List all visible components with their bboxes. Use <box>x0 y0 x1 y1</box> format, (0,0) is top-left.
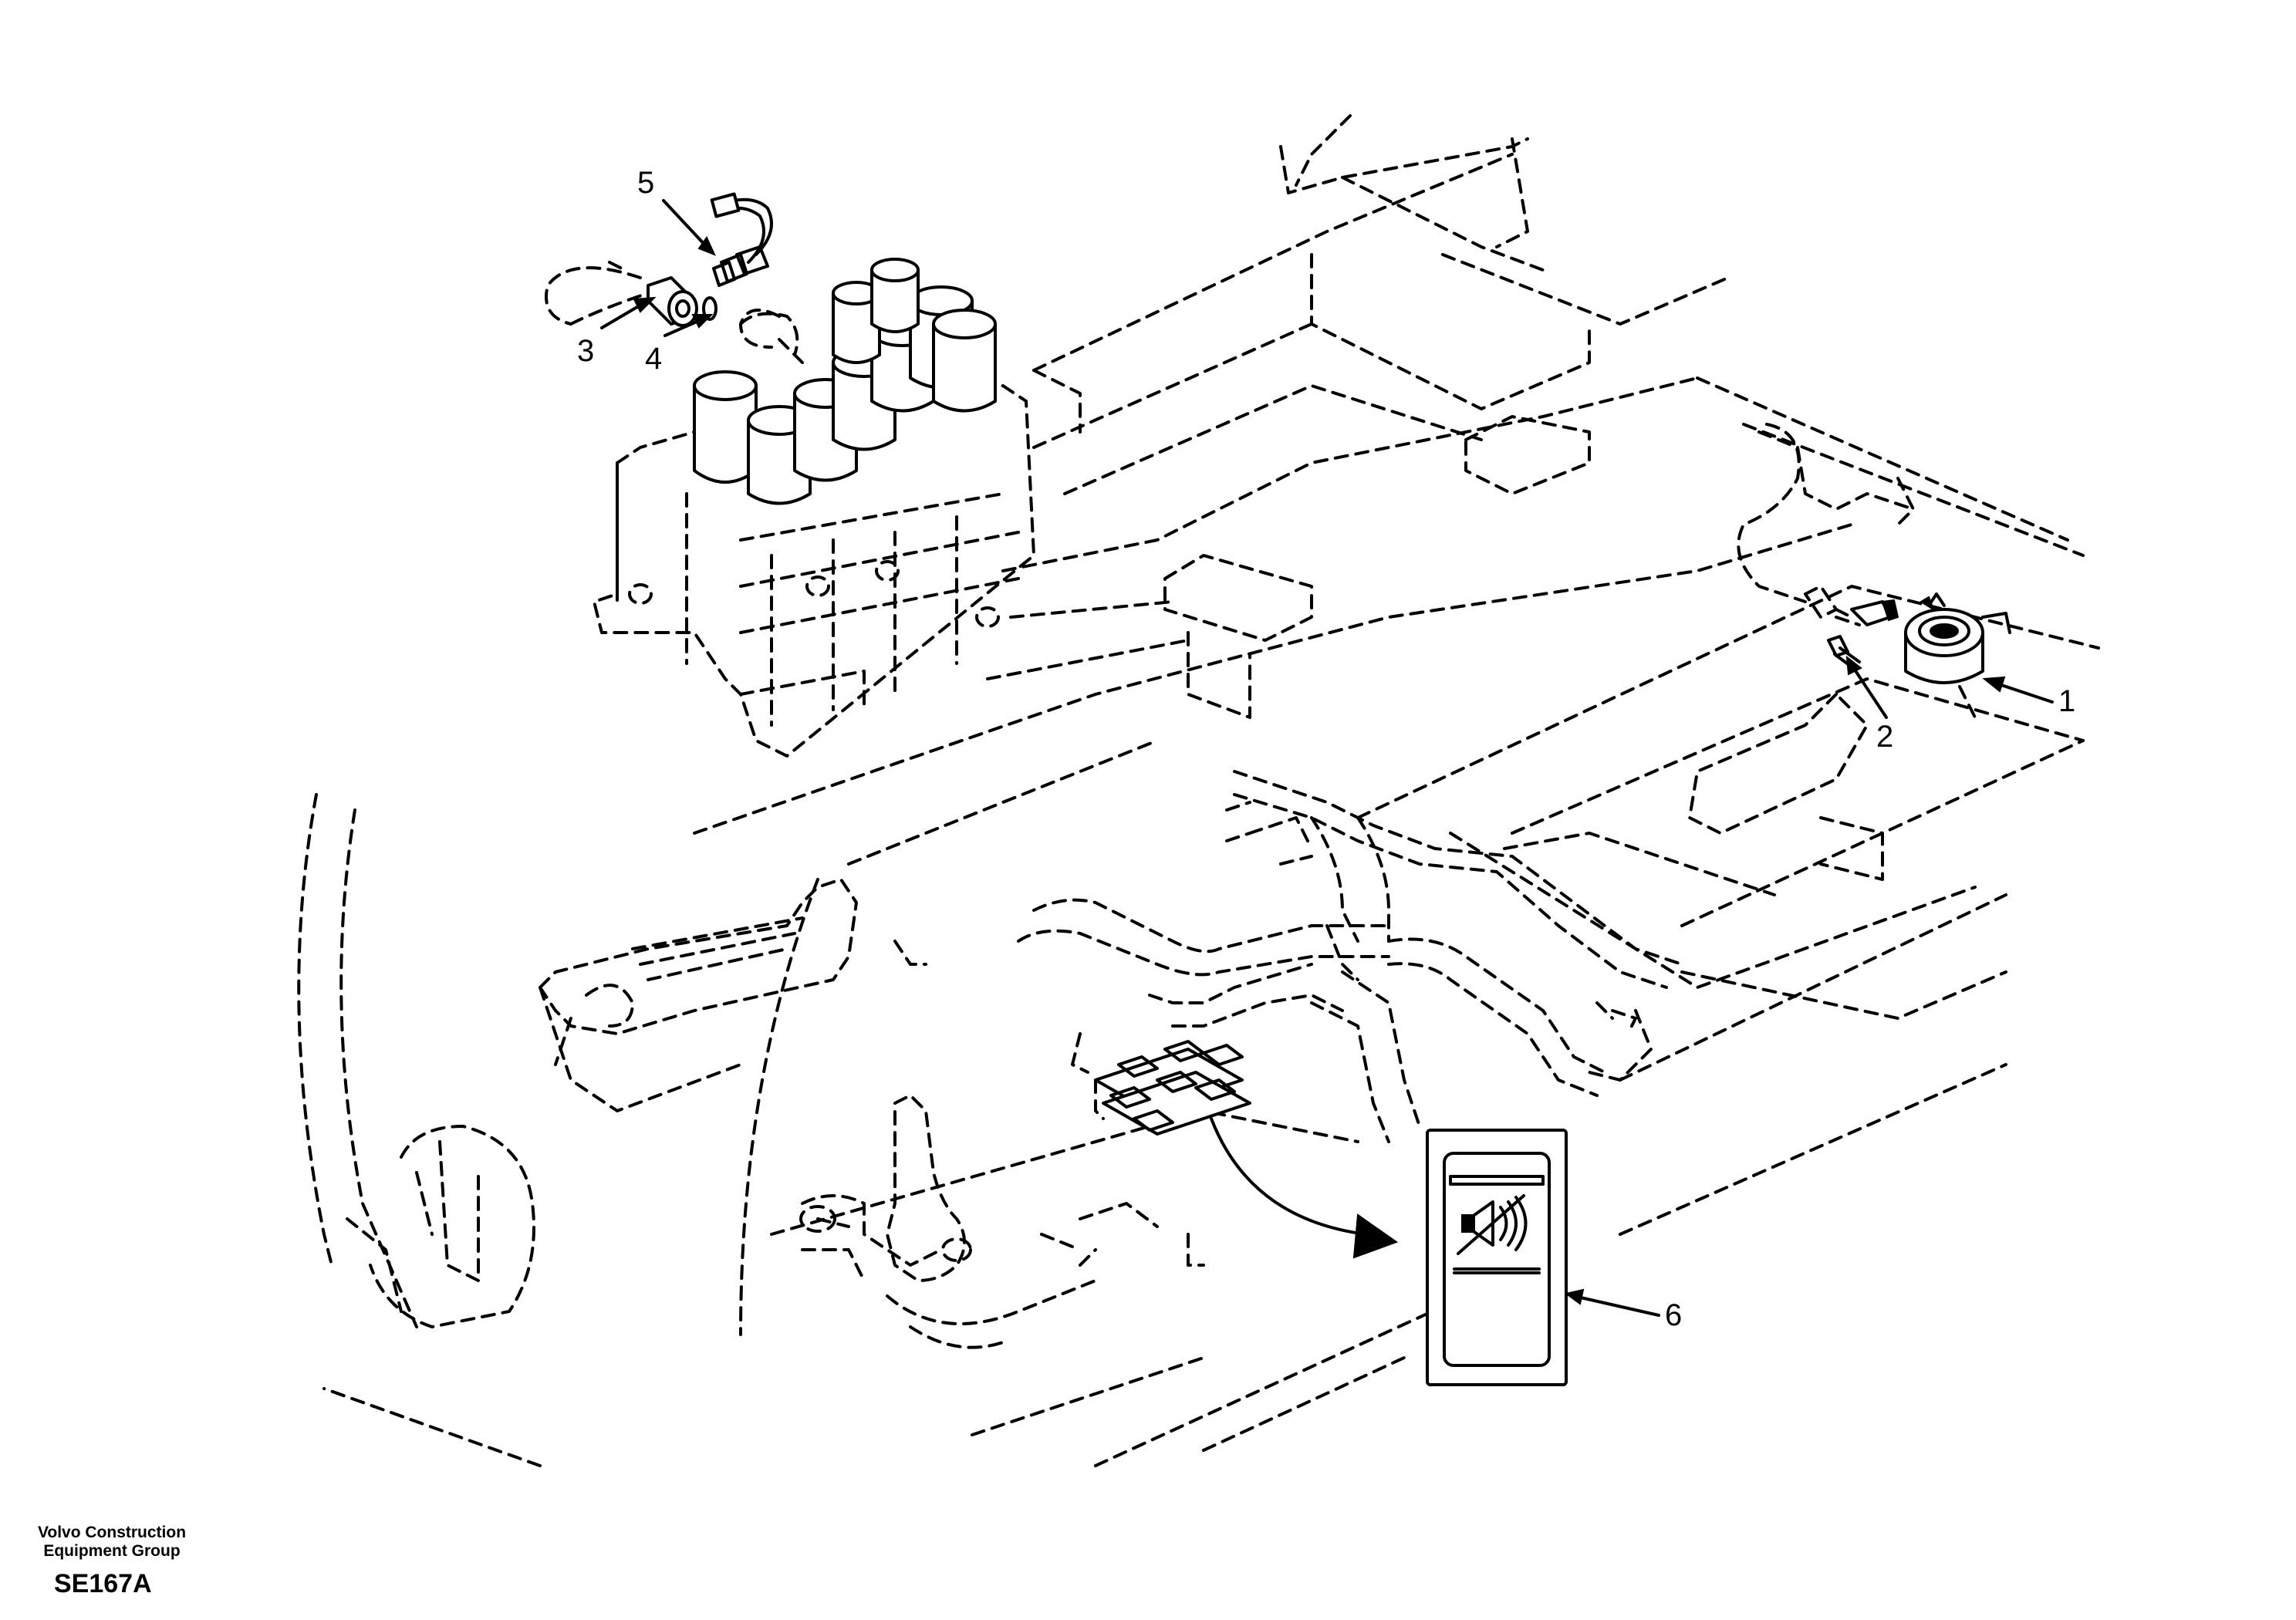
o-ring-icon <box>702 296 718 321</box>
left-control-console <box>346 878 858 1328</box>
pressure-switch-parts <box>545 192 781 349</box>
callout-2: 2 <box>1845 655 1893 754</box>
right-control-console <box>799 1040 1251 1349</box>
switch-panel <box>1094 1040 1251 1136</box>
pressure-switch-adapter-icon <box>647 276 698 327</box>
callout-2-label: 2 <box>1876 720 1893 754</box>
speaker-muted-icon <box>1457 1194 1528 1255</box>
company-line-1: Volvo Construction <box>37 1524 187 1541</box>
buzzer-icon <box>1904 592 2011 684</box>
solenoid-cylinders <box>693 258 997 505</box>
callout-3-label: 3 <box>577 334 594 368</box>
callout-4: 4 <box>645 314 714 376</box>
callout-3: 3 <box>577 296 657 368</box>
callout-1: 1 <box>1982 676 2075 718</box>
control-valve-assembly <box>593 258 1035 758</box>
callout-6-label: 6 <box>1665 1298 1682 1332</box>
callout-5-label: 5 <box>637 166 654 200</box>
callout-1-label: 1 <box>2058 684 2075 718</box>
buzzer-assembly <box>1737 423 2011 719</box>
machine-frame-outline <box>297 114 2100 1467</box>
callout-6: 6 <box>1564 1288 1682 1332</box>
company-line-2: Equipment Group <box>43 1542 181 1560</box>
alarm-switch-inset <box>1426 1129 1568 1386</box>
company-name: Volvo Construction Equipment Group <box>31 1524 193 1561</box>
callout-5: 5 <box>637 166 716 256</box>
figure-id: SE167A <box>54 1569 152 1598</box>
detail-arrow <box>1210 1117 1399 1259</box>
callout-4-label: 4 <box>645 342 662 376</box>
wiring-harness <box>893 770 1683 1143</box>
pressure-switch-icon <box>710 192 773 287</box>
